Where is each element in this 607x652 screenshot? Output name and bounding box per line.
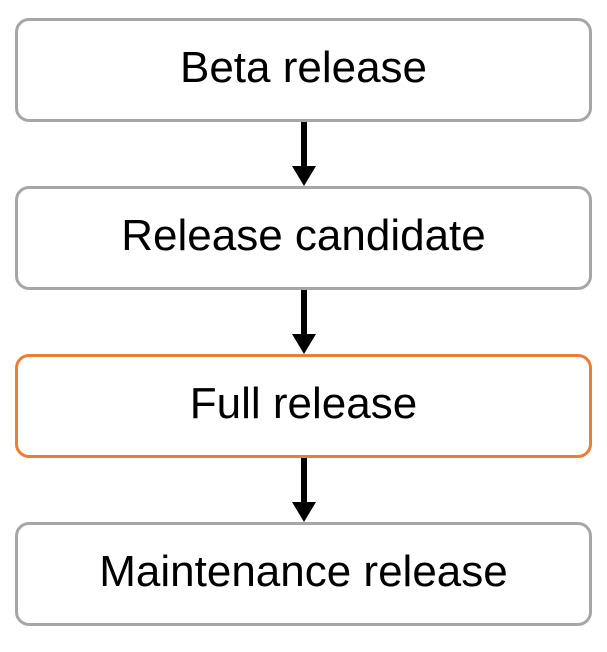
node-full-release: Full release — [15, 354, 592, 458]
arrow-stem — [300, 290, 307, 334]
node-maintenance-release: Maintenance release — [15, 522, 592, 626]
arrow-head — [291, 334, 316, 354]
node-release-candidate: Release candidate — [15, 186, 592, 290]
down-arrow-icon — [291, 290, 316, 354]
node-label-release-candidate: Release candidate — [121, 211, 486, 260]
arrow-stem — [300, 458, 307, 502]
arrow-head — [291, 502, 316, 522]
arrow-stem — [300, 122, 307, 166]
node-label-maintenance-release: Maintenance release — [99, 547, 508, 596]
node-label-full-release: Full release — [189, 379, 418, 428]
node-label-beta-release: Beta release — [179, 43, 428, 92]
down-arrow-icon — [291, 458, 316, 522]
node-beta-release: Beta release — [15, 18, 592, 122]
arrow-head — [291, 166, 316, 186]
down-arrow-icon — [291, 122, 316, 186]
